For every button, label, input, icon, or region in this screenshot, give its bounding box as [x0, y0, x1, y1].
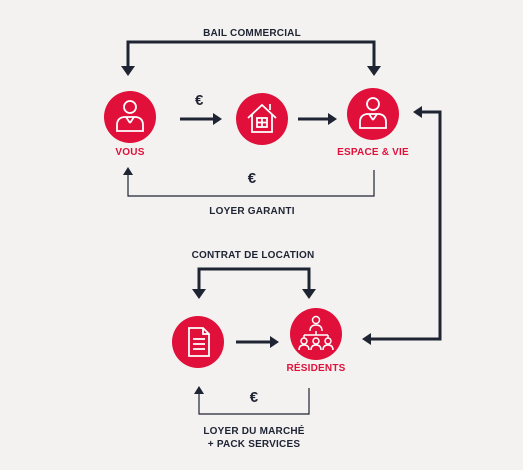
- vous-label: VOUS: [115, 147, 145, 158]
- loyer-marche-arrow: [198, 388, 310, 415]
- contrat-arrowhead-right: [302, 289, 316, 299]
- vous-node: [104, 91, 156, 143]
- person-icon: [116, 100, 144, 132]
- espace-node: [347, 88, 399, 140]
- loyer-garanti-arrowhead: [123, 167, 133, 175]
- loyer-marche-label: LOYER DU MARCHÉ: [203, 426, 305, 437]
- contrat-location-label: CONTRAT DE LOCATION: [191, 250, 315, 261]
- arrowhead-house-espace: [328, 113, 337, 125]
- bail-commercial-arrow: [126, 40, 376, 72]
- euro-sign-bottom: €: [249, 389, 259, 406]
- contrat-location-arrow: [197, 267, 311, 294]
- person-icon: [359, 97, 387, 129]
- bail-arrowhead-right: [367, 66, 381, 76]
- bail-commercial-label: BAIL COMMERCIAL: [203, 28, 301, 39]
- residents-label: RÉSIDENTS: [286, 363, 346, 374]
- arrowhead-to-espace: [413, 106, 422, 118]
- arrowhead-doc-residents: [270, 336, 279, 348]
- euro-sign-mid: €: [247, 170, 257, 187]
- arrowhead-to-residents: [362, 333, 371, 345]
- arrowhead-vous-house: [213, 113, 222, 125]
- loyer-garanti-arrow: [127, 170, 375, 197]
- document-node: [172, 316, 224, 368]
- group-icon: [298, 315, 334, 351]
- residents-to-espace-arrow: [368, 110, 442, 341]
- contrat-arrowhead-left: [192, 289, 206, 299]
- pack-services-label: + PACK SERVICES: [207, 439, 301, 450]
- document-icon: [188, 327, 210, 357]
- euro-sign-top: €: [195, 92, 204, 109]
- house-node: [236, 93, 288, 145]
- loyer-garanti-label: LOYER GARANTI: [209, 206, 295, 217]
- bail-arrowhead-left: [121, 66, 135, 76]
- espace-label: ESPACE & VIE: [337, 147, 409, 158]
- loyer-marche-arrowhead: [194, 386, 204, 394]
- residents-node: [290, 308, 342, 360]
- house-icon: [247, 103, 277, 133]
